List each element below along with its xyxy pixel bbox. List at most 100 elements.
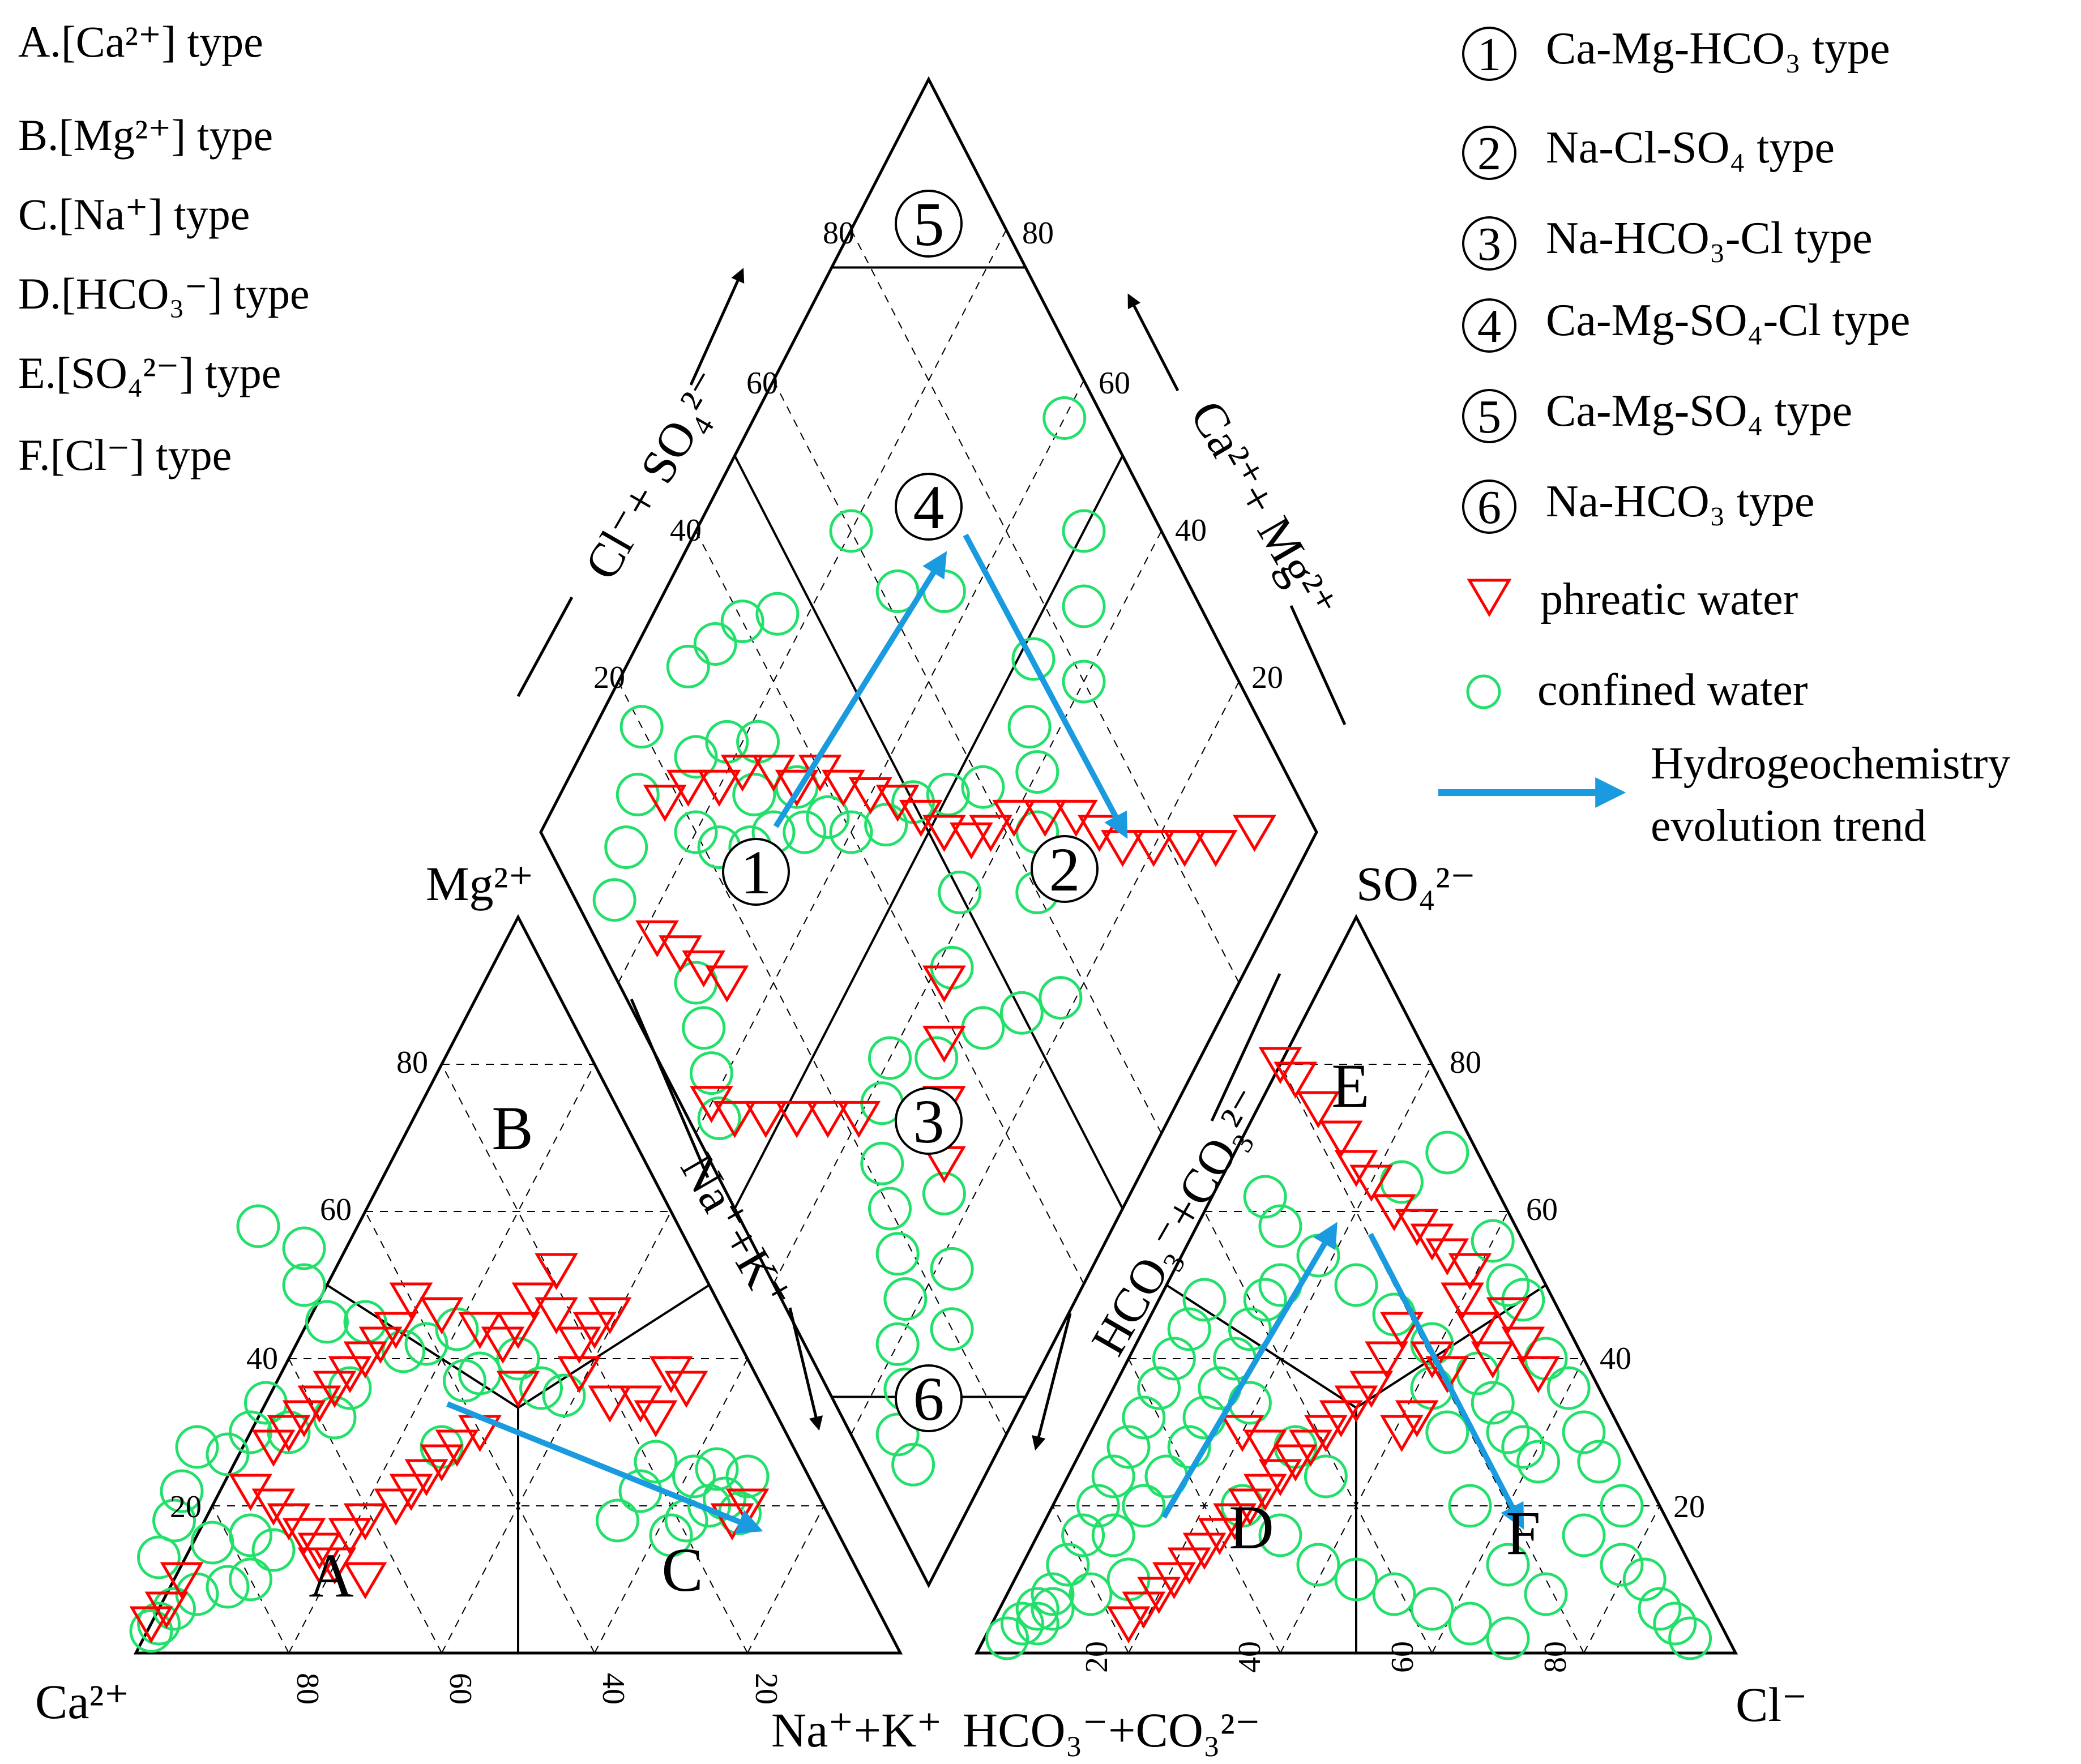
cation-confined-point (137, 1535, 181, 1579)
anion-phreatic-point (1137, 1577, 1181, 1614)
diamond-confined-point (961, 1006, 1005, 1050)
anion-confined-point (1471, 1219, 1515, 1263)
type-label-f: F.[Cl⁻] type (18, 430, 232, 479)
diamond-confined-point (860, 1141, 904, 1185)
anion-bottom-40: 40 (1232, 1641, 1267, 1673)
anion-phreatic-point (1319, 1120, 1363, 1158)
anion-confined-point (1031, 1572, 1075, 1616)
anion-confined-point (1061, 1513, 1105, 1557)
zone-f-label: F (1506, 1498, 1540, 1568)
anion-phreatic-point (1486, 1297, 1530, 1334)
anion-confined-point (1425, 1131, 1469, 1175)
cation-phreatic-point (229, 1474, 272, 1511)
svg-text:4: 4 (1477, 300, 1501, 353)
svg-text:2: 2 (1049, 835, 1080, 904)
anion-confined-point (1076, 1484, 1120, 1528)
anion-confined-point (1091, 1513, 1135, 1557)
anion-confined-point (1122, 1395, 1166, 1440)
anion-confined-point (1122, 1484, 1166, 1528)
anion-confined-point (985, 1616, 1029, 1660)
anion-phreatic-point (1425, 1356, 1469, 1393)
diamond-confined-point (616, 773, 660, 816)
svg-text:1: 1 (1477, 28, 1501, 81)
svg-text:5: 5 (913, 190, 945, 259)
svg-text:Na-Cl-SO₄ type: Na-Cl-SO₄ type (1546, 123, 1835, 173)
anion-phreatic-point (1410, 1341, 1454, 1378)
anion-phreatic-point (1274, 1444, 1318, 1482)
diamond-phreatic-point (969, 815, 1012, 852)
cation-phreatic-point (297, 1547, 341, 1585)
anion-confined-point (1448, 1484, 1492, 1528)
cation-phreatic-point (129, 1606, 173, 1643)
diamond-phreatic-point (922, 965, 966, 1003)
hco3-side-label: HCO₃⁻+CO₃²⁻ (1080, 1079, 1276, 1364)
anion-phreatic-point (1106, 1606, 1151, 1643)
cation-phreatic-point (404, 1459, 448, 1496)
mg-apex-label: Mg²⁺ (426, 857, 534, 911)
cation-confined-point (251, 1528, 296, 1572)
zone-e-label: E (1331, 1051, 1369, 1120)
anion-confined-point (1622, 1557, 1666, 1602)
diamond-confined-point (930, 1307, 974, 1351)
cation-phreatic-point (557, 1356, 601, 1393)
anion-trend-arrow-2 (1368, 1232, 1524, 1530)
cation-phreatic-point (588, 1297, 632, 1334)
diamond-confined-point (1011, 637, 1056, 681)
svg-text:3: 3 (1477, 218, 1501, 271)
diamond-phreatic-point (1163, 830, 1207, 867)
diamond-divider-2 (733, 455, 1124, 1209)
anion-phreatic-point (1349, 1164, 1394, 1202)
svg-text:Hydrogeochemistry: Hydrogeochemistry (1651, 739, 2010, 789)
anion-phreatic-point (1365, 1341, 1408, 1378)
diamond-confined-point (915, 1036, 959, 1080)
diamond-phreatic-point (643, 785, 687, 822)
diamond-confined-point (829, 509, 873, 553)
diamond-confined-point (999, 991, 1044, 1035)
cation-phreatic-point (458, 1312, 502, 1349)
anion-phreatic-point (1448, 1253, 1492, 1290)
cation-confined-point (206, 1565, 250, 1609)
svg-text:evolution trend: evolution trend (1651, 801, 1926, 851)
anion-phreatic-point (1395, 1209, 1439, 1246)
svg-text:Na-HCO₃ type: Na-HCO₃ type (1546, 477, 1814, 526)
type-label-a: A.[Ca²⁺] type (18, 17, 263, 66)
zone-a-label: A (309, 1541, 353, 1610)
diamond-confined-point (682, 1006, 726, 1050)
diamond-confined-point (829, 810, 873, 854)
diamond-phreatic-point (682, 950, 726, 988)
anion-confined-point (1228, 1307, 1272, 1351)
cation-bottom-20: 20 (749, 1673, 784, 1705)
cation-phreatic-point (374, 1312, 418, 1349)
cation-phreatic-point (251, 1488, 296, 1526)
anion-confined-point (1577, 1440, 1621, 1484)
anion-confined-point (1258, 1204, 1302, 1248)
anion-tick-40: 40 (1600, 1341, 1631, 1376)
cation-phreatic-point (557, 1326, 601, 1364)
diamond-phreatic-point (705, 965, 749, 1003)
diamond-confined-point (883, 1277, 928, 1321)
cl-so4-axis-line (516, 596, 574, 697)
diamond-phreatic-point (697, 769, 741, 807)
cation-grid-a-4 (747, 1505, 824, 1654)
anion-phreatic-point (1152, 1562, 1196, 1599)
nak-axis-line (630, 999, 710, 1178)
diamond-phreatic-point (848, 777, 892, 815)
cation-confined-point (443, 1359, 486, 1403)
anion-confined-point (1425, 1410, 1469, 1454)
cation-confined-point (229, 1557, 272, 1602)
cation-phreatic-point (664, 1371, 708, 1408)
zone-2-marker: 2 (1031, 835, 1099, 904)
diamond-phreatic-point (635, 920, 679, 958)
diamond-confined-point (775, 765, 819, 809)
diamond-phreatic-point (1023, 799, 1067, 837)
cation-confined-point (404, 1322, 448, 1366)
cation-phreatic-point (358, 1326, 403, 1364)
zone-5-marker: 5 (895, 190, 963, 259)
anion-phreatic-point (1349, 1371, 1394, 1408)
anion-grid-b-1 (1052, 1505, 1129, 1654)
cation-grid-b-1 (212, 1505, 289, 1654)
legend-item-3: 3 Na-HCO₃-Cl type (1462, 213, 1873, 271)
cation-phreatic-point (511, 1282, 555, 1320)
anion-phreatic-point (1501, 1326, 1545, 1364)
cation-confined-point (703, 1476, 746, 1521)
